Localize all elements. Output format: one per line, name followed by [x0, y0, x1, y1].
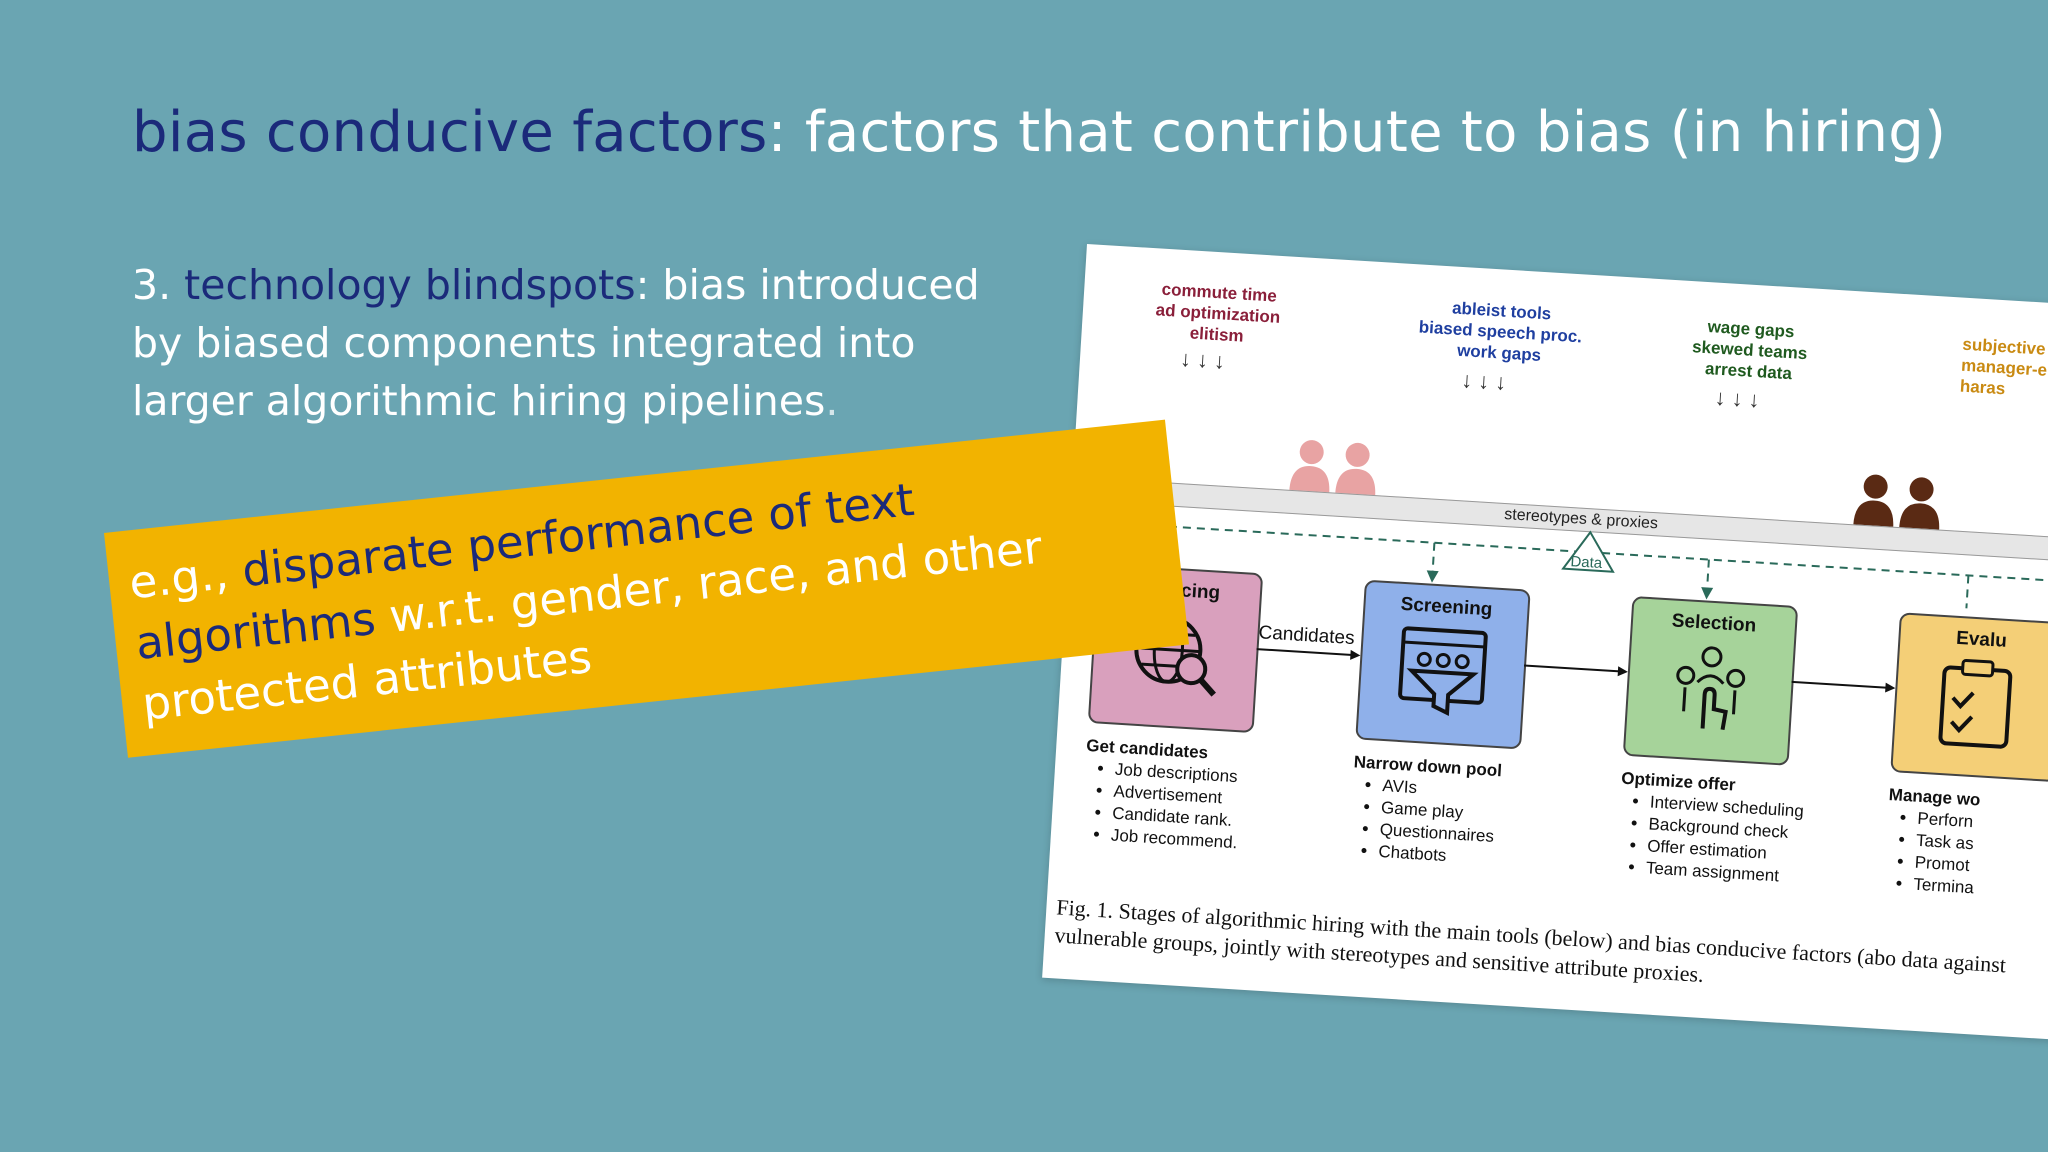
stage-flow-arrows	[1256, 648, 1896, 693]
hiring-pipeline-figure: commute time ad optimization elitism ↓↓↓…	[1042, 244, 2048, 1040]
caption-text: Stages of algorithmic hiring with the ma…	[1054, 898, 2007, 987]
figure-caption: Fig. 1. Stages of algorithmic hiring wit…	[1054, 893, 2048, 1010]
stage-selection: Selection	[1622, 595, 1799, 766]
tools-selection: Optimize offer Interview scheduling Back…	[1615, 768, 1871, 893]
point-term: technology blindspots	[184, 261, 636, 309]
slide-title: bias conducive factors: factors that con…	[132, 100, 1946, 165]
people-select-icon	[1676, 646, 1746, 731]
bullet-point-3: 3. technology blindspots: bias introduce…	[132, 256, 1032, 430]
banner-text: e.g., disparate performance of text algo…	[126, 444, 1160, 734]
stage-name: Screening	[1400, 593, 1493, 621]
factor-group-sourcing: commute time ad optimization elitism	[1141, 278, 1295, 350]
title-term: bias conducive factors	[132, 100, 768, 165]
stage-screening: Screening	[1355, 579, 1531, 750]
stage-evaluation: Evalu	[1890, 612, 2048, 783]
down-arrows-icon: ↓↓↓	[1714, 384, 1767, 413]
vulnerable-group-light-icon	[1289, 440, 1376, 497]
vulnerable-group-dark-icon	[1853, 474, 1940, 531]
factor-group-evaluation: subjective manager-e haras	[1959, 334, 2048, 405]
stage-name: Selection	[1671, 610, 1757, 637]
tools-screening: Narrow down pool AVIs Game play Question…	[1348, 751, 1594, 875]
banner-prefix: e.g.,	[126, 544, 246, 610]
stage-name: Evalu	[1955, 627, 2008, 652]
caption-label: Fig. 1.	[1055, 894, 1114, 923]
data-label: Data	[1569, 553, 1603, 573]
factor-group-selection: wage gaps skewed teams arrest data	[1678, 314, 1822, 385]
point-period: .	[825, 377, 839, 425]
example-banner: e.g., disparate performance of text algo…	[104, 419, 1189, 758]
checklist-icon	[1938, 658, 2013, 749]
down-arrows-icon: ↓↓↓	[1460, 367, 1514, 396]
point-rest: : bias introduced by biased components i…	[132, 261, 980, 425]
down-arrows-icon: ↓↓↓	[1179, 345, 1232, 374]
factor-group-screening: ableist tools biased speech proc. work g…	[1399, 294, 1602, 369]
tools-sourcing: Get candidates Job descriptions Advertis…	[1080, 735, 1316, 859]
point-number: 3.	[132, 261, 185, 309]
tools-evaluation: Manage wo Perforn Task as Promot Termina	[1883, 784, 2048, 905]
funnel-screen-icon	[1398, 626, 1488, 717]
title-rest: : factors that contribute to bias (in hi…	[767, 100, 1947, 165]
